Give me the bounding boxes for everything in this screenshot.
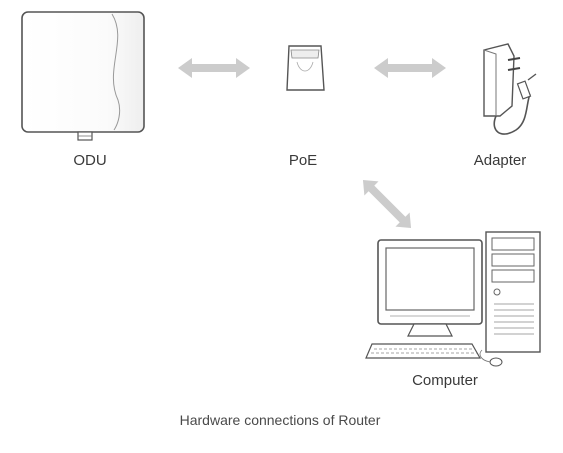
- arrow-odu-poe-icon: [178, 58, 250, 78]
- power-adapter-icon: [483, 43, 537, 135]
- computer-label: Computer: [412, 372, 478, 389]
- figure-caption: Hardware connections of Router: [179, 412, 381, 428]
- arrow-poe-computer-icon: [362, 179, 412, 229]
- odu-label: ODU: [73, 152, 107, 169]
- poe-injector-icon: [286, 45, 325, 91]
- poe-label: PoE: [288, 152, 318, 169]
- computer-icon: [365, 231, 541, 367]
- odu-device-icon: [21, 11, 145, 141]
- adapter-label: Adapter: [473, 152, 527, 169]
- arrow-poe-adapter-icon: [374, 58, 446, 78]
